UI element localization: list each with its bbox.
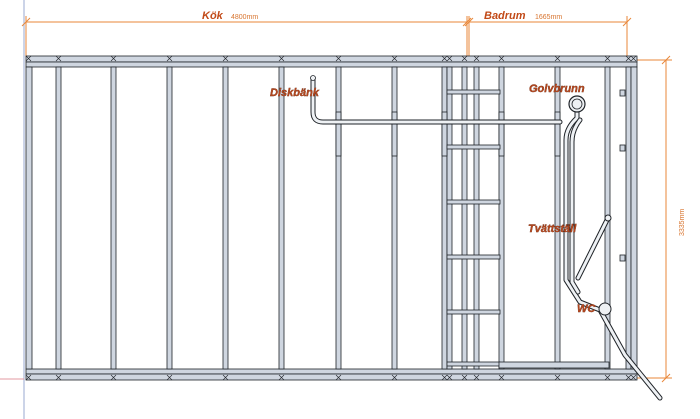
bathroom-sill [498,361,610,369]
bathroom-width-value: 1665mm [535,14,562,21]
stud-7 [335,66,342,370]
floor-drain-label: Golvbrunn [529,83,585,95]
stud-cap-5 [222,55,229,381]
stud-12 [473,66,480,370]
sink-connection-icon [310,75,316,81]
stud-cap-9 [441,55,448,381]
kitchen-dimension: Kök 4800mm [21,10,472,56]
pipe-block-3 [441,111,448,157]
sink-label: Diskbänk [270,87,320,99]
wall-frame [25,55,638,381]
stud-10 [446,66,453,370]
stud-11 [461,66,468,370]
stud-4 [166,66,173,370]
side-block-3 [619,254,626,262]
stud-16 [625,66,632,370]
stud-cap-6 [278,55,285,381]
stud-cap-2 [55,55,62,381]
side-block-1 [619,89,626,97]
stud-cap-13 [498,55,505,381]
stud-6 [278,66,285,370]
stud-2 [55,66,62,370]
washbasin-connection-icon [604,214,612,222]
stud-cap-15 [604,55,611,381]
plumbing [310,75,663,401]
stud-cap-12 [473,55,480,381]
rung-5 [446,309,501,315]
side-block-2 [619,144,626,152]
pipe-block-1 [335,111,342,157]
bottom-plate-inner [25,368,638,375]
pipe-block-4 [498,111,505,157]
stud-3 [110,66,117,370]
height-value: 3335mm [679,209,686,236]
stud-cap-3 [110,55,117,381]
floor-drain-icon [568,95,586,113]
rung-1 [446,89,501,95]
bottom-plate [25,373,638,381]
top-plate [25,55,638,63]
ladder-rungs [446,89,626,367]
pipe-block-2 [391,111,398,157]
rung-6 [446,361,501,367]
stud-cap-17 [630,55,637,381]
stud-cap-16 [625,55,632,381]
stud-13 [498,66,505,370]
bathroom-dimension: Badrum 1665mm [464,10,632,56]
rung-3 [446,199,501,205]
top-plate-inner [25,61,638,68]
stud-14 [554,66,561,370]
stud-cap-8 [391,55,398,381]
kitchen-label: Kök [202,10,224,22]
stud-cap-1 [25,55,32,381]
stud-cap-14 [554,55,561,381]
rung-4 [446,254,501,260]
wc-connection-icon [598,302,612,316]
studs [25,66,638,370]
height-dimension: 3335mm [630,55,686,383]
stud-cap-10 [446,55,453,381]
stud-cap-11 [461,55,468,381]
stud-cap-7 [335,55,342,381]
pipe-block-5 [554,111,561,157]
bathroom-label: Badrum [484,10,526,22]
stud-1 [25,66,33,370]
rung-2 [446,144,501,150]
top-blocks [25,55,637,381]
washbasin-label: Tvättställ [528,223,577,235]
kitchen-width-value: 4800mm [231,14,258,21]
stud-cap-4 [166,55,173,381]
toilet-label: WC [577,303,596,315]
stud-17 [630,66,638,370]
stud-5 [222,66,229,370]
stud-8 [391,66,398,370]
